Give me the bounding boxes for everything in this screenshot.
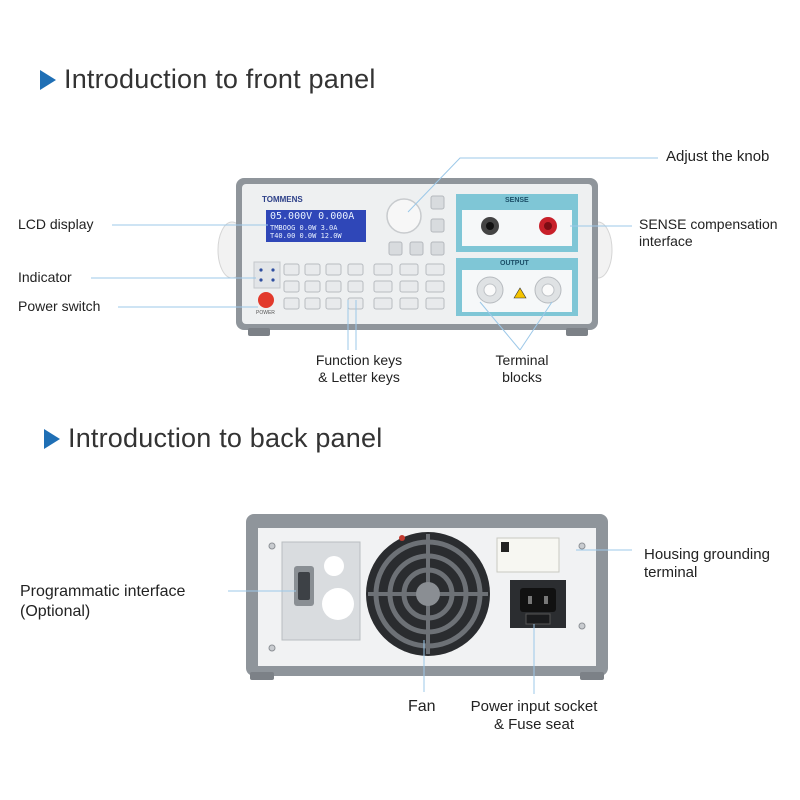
label-programmatic-interface: Programmatic interface (Optional) (20, 583, 186, 620)
label-lcd-display: LCD display (18, 216, 94, 232)
label-power-input: Power input socket & Fuse seat (470, 698, 598, 733)
power-label: POWER (256, 310, 275, 316)
lcd-line-2: TMBOOG 0.0W 3.0A (270, 224, 338, 232)
back-device (246, 514, 608, 680)
lcd-line-3: T40.00 0.0W 12.0W (270, 232, 342, 240)
output-label: OUTPUT (500, 260, 529, 267)
triangle-bullet-icon (40, 69, 56, 90)
sense-label: SENSE (505, 197, 529, 204)
lcd-display (266, 210, 366, 242)
label-fan: Fan (408, 698, 436, 715)
label-power-switch: Power switch (18, 298, 101, 314)
front-panel-title: Introduction to front panel (40, 64, 376, 95)
fan (366, 532, 490, 656)
brand-logo: TOMMENS (262, 195, 303, 204)
label-terminal-blocks: Terminal blocks (495, 352, 549, 385)
label-function-keys: Function keys & Letter keys (315, 352, 403, 385)
label-sense-interface: SENSE compensation interface (639, 216, 778, 249)
back-panel-title: Introduction to back panel (44, 423, 382, 454)
triangle-bullet-icon (44, 428, 60, 449)
front-device (217, 178, 613, 336)
label-grounding-terminal: Housing grounding terminal (644, 546, 770, 581)
power-button (258, 292, 274, 308)
label-adjust-knob: Adjust the knob (666, 148, 770, 165)
label-indicator: Indicator (18, 269, 72, 285)
lcd-line-1: 05.000V 0.000A (270, 211, 355, 222)
